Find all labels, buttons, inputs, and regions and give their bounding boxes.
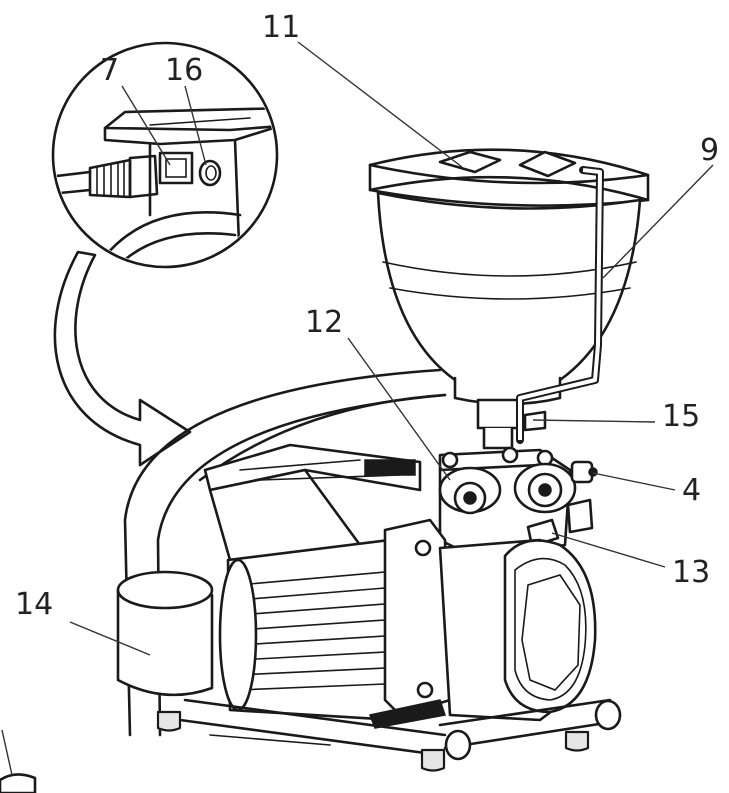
valve-12 (438, 466, 502, 515)
hopper-cup (376, 191, 642, 382)
callout-16: 16 (165, 53, 203, 88)
callout-13: 13 (672, 555, 710, 590)
inset-cable (55, 170, 92, 197)
partial-hose-fitting (0, 773, 37, 793)
knob-15 (523, 410, 547, 432)
callout-15: 15 (662, 399, 700, 434)
lid-opening (438, 150, 502, 174)
leader-lines (69, 41, 714, 656)
callout-4: 4 (682, 473, 701, 508)
base-frame (156, 698, 622, 772)
paint-hopper (368, 148, 650, 450)
inset-connector (88, 154, 159, 199)
callout-11: 11 (262, 10, 300, 45)
motor-front (438, 538, 597, 722)
motor (218, 518, 452, 722)
detail-inset (51, 41, 279, 269)
frame-handle (123, 368, 447, 737)
callout-7: 7 (100, 53, 119, 88)
foot (420, 748, 446, 772)
foot (156, 710, 182, 732)
callout-12: 12 (305, 305, 343, 340)
curved-arrow (53, 250, 192, 467)
hopper-lid (368, 148, 650, 202)
cup-14 (116, 570, 214, 697)
foot (564, 730, 590, 752)
valve-4 (513, 460, 598, 514)
callout-9: 9 (700, 133, 719, 168)
callout-14: 14 (15, 587, 53, 622)
pump-block (438, 446, 598, 562)
inset-housing-top (103, 106, 275, 132)
inset-button-16 (198, 159, 222, 187)
